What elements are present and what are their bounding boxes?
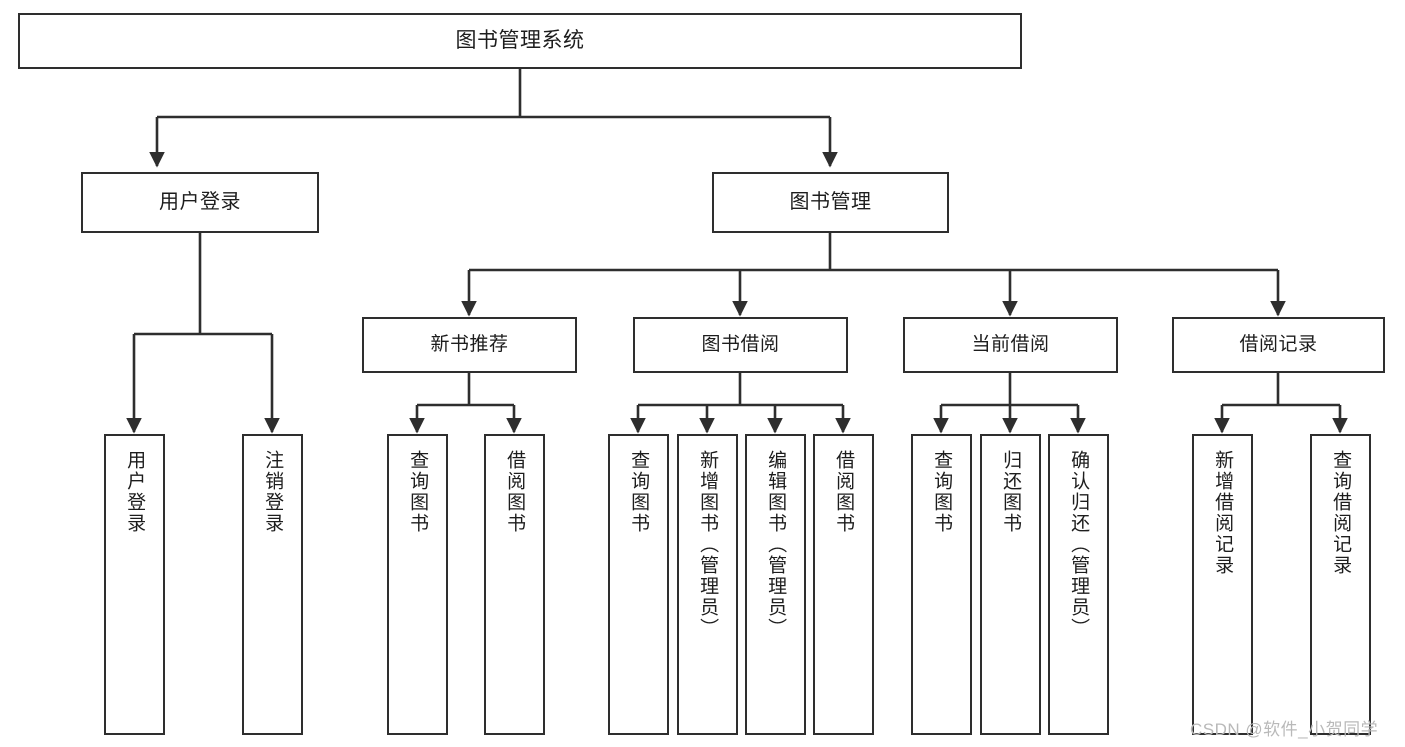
leaf-user-login[interactable]: 用户登录 (104, 434, 165, 735)
leaf-recommend-query-book[interactable]: 查询图书 (387, 434, 448, 735)
leaf-logout-login-label: 注销登录 (262, 450, 284, 534)
leaf-record-add-record[interactable]: 新增借阅记录 (1192, 434, 1253, 735)
leaf-borrow-query-book[interactable]: 查询图书 (608, 434, 669, 735)
leaf-borrow-edit-book-admin[interactable]: 编辑图书（管理员） (745, 434, 806, 735)
node-book-management-label: 图书管理 (789, 190, 872, 213)
leaf-current-query-book-label: 查询图书 (931, 450, 953, 534)
node-borrow-record[interactable]: 借阅记录 (1172, 317, 1385, 373)
leaf-current-confirm-return-admin[interactable]: 确认归还（管理员） (1048, 434, 1109, 735)
node-new-book-recommend-label: 新书推荐 (430, 333, 509, 355)
leaf-logout-login[interactable]: 注销登录 (242, 434, 303, 735)
node-root-system[interactable]: 图书管理系统 (18, 13, 1022, 69)
leaf-current-return-book[interactable]: 归还图书 (980, 434, 1041, 735)
leaf-record-query-record[interactable]: 查询借阅记录 (1310, 434, 1371, 735)
leaf-borrow-edit-book-admin-label: 编辑图书（管理员） (765, 450, 787, 639)
node-book-borrow-label: 图书借阅 (701, 333, 780, 355)
node-root-system-label: 图书管理系统 (455, 28, 585, 52)
leaf-record-query-record-label: 查询借阅记录 (1330, 450, 1352, 576)
leaf-current-return-book-label: 归还图书 (1000, 450, 1022, 534)
node-book-management[interactable]: 图书管理 (712, 172, 949, 233)
leaf-borrow-add-book-admin-label: 新增图书（管理员） (697, 450, 719, 639)
node-borrow-record-label: 借阅记录 (1239, 333, 1318, 355)
node-current-borrow[interactable]: 当前借阅 (903, 317, 1118, 373)
node-current-borrow-label: 当前借阅 (971, 333, 1050, 355)
leaf-user-login-label: 用户登录 (124, 450, 146, 534)
leaf-borrow-query-book-label: 查询图书 (628, 450, 650, 534)
leaf-current-query-book[interactable]: 查询图书 (911, 434, 972, 735)
leaf-recommend-query-book-label: 查询图书 (407, 450, 429, 534)
node-user-login[interactable]: 用户登录 (81, 172, 319, 233)
node-new-book-recommend[interactable]: 新书推荐 (362, 317, 577, 373)
node-user-login-label: 用户登录 (159, 190, 241, 213)
leaf-record-add-record-label: 新增借阅记录 (1212, 450, 1234, 576)
leaf-recommend-borrow-book-label: 借阅图书 (504, 450, 526, 534)
leaf-recommend-borrow-book[interactable]: 借阅图书 (484, 434, 545, 735)
node-book-borrow[interactable]: 图书借阅 (633, 317, 848, 373)
leaf-current-confirm-return-admin-label: 确认归还（管理员） (1068, 450, 1090, 639)
leaf-borrow-borrow-book-label: 借阅图书 (833, 450, 855, 534)
leaf-borrow-add-book-admin[interactable]: 新增图书（管理员） (677, 434, 738, 735)
leaf-borrow-borrow-book[interactable]: 借阅图书 (813, 434, 874, 735)
